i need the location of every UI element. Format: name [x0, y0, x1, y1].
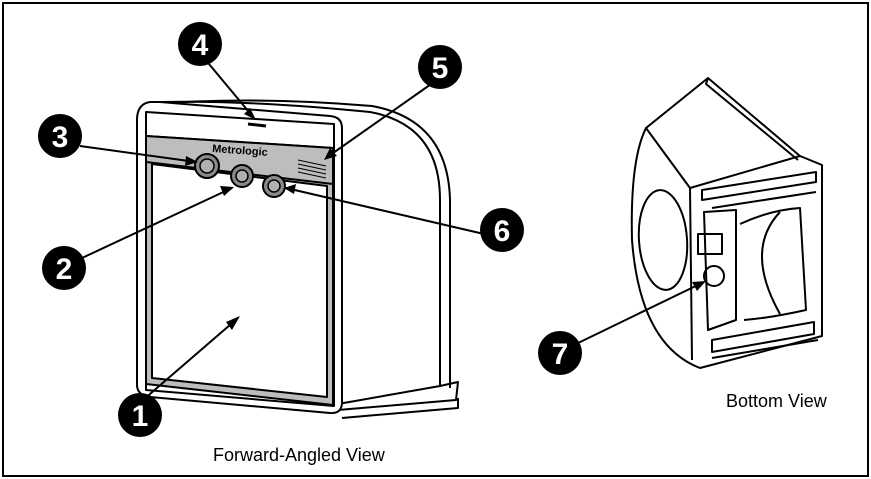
connector-port	[703, 265, 725, 287]
speaker-grille	[297, 159, 327, 179]
side-oval	[637, 189, 689, 291]
callout-4: 4	[178, 22, 222, 66]
scanner-forward-view	[136, 99, 459, 419]
callout-arrowheads	[185, 108, 706, 330]
svg-text:7: 7	[552, 338, 569, 371]
callout-7: 7	[538, 331, 582, 375]
svg-text:1: 1	[132, 400, 149, 433]
top-slot	[247, 122, 267, 128]
svg-text:2: 2	[56, 253, 73, 286]
callout-5: 5	[418, 45, 462, 89]
svg-text:4: 4	[192, 29, 209, 62]
callout-3: 3	[38, 114, 82, 158]
forward-view-caption: Forward-Angled View	[213, 445, 385, 465]
callout-1: 1	[118, 393, 162, 437]
brand-logo-text: Metrologic	[212, 143, 268, 159]
callout-2: 2	[42, 246, 86, 290]
callout-6: 6	[480, 208, 524, 252]
scanner-bottom-view	[630, 77, 823, 369]
bottom-view-caption: Bottom View	[726, 391, 827, 411]
svg-text:5: 5	[432, 52, 449, 85]
scan-window	[151, 163, 328, 398]
svg-text:6: 6	[494, 215, 511, 248]
svg-text:3: 3	[52, 121, 69, 154]
callout-leaders	[79, 57, 705, 401]
